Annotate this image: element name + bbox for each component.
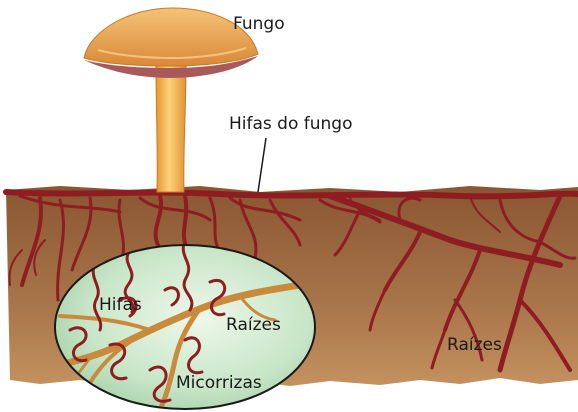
label-fungus: Fungo	[233, 14, 285, 34]
label-fungal-hyphae: Hifas do fungo	[229, 114, 353, 134]
label-hyphae: Hifas	[99, 295, 142, 315]
label-roots-soil: Raízes	[447, 335, 502, 355]
label-mycorrhizae: Micorrizas	[176, 373, 262, 393]
hyphae-leader-line	[258, 138, 266, 192]
mushroom	[84, 8, 258, 192]
mushroom-stem	[156, 66, 186, 192]
label-roots-inset: Raízes	[226, 315, 281, 335]
